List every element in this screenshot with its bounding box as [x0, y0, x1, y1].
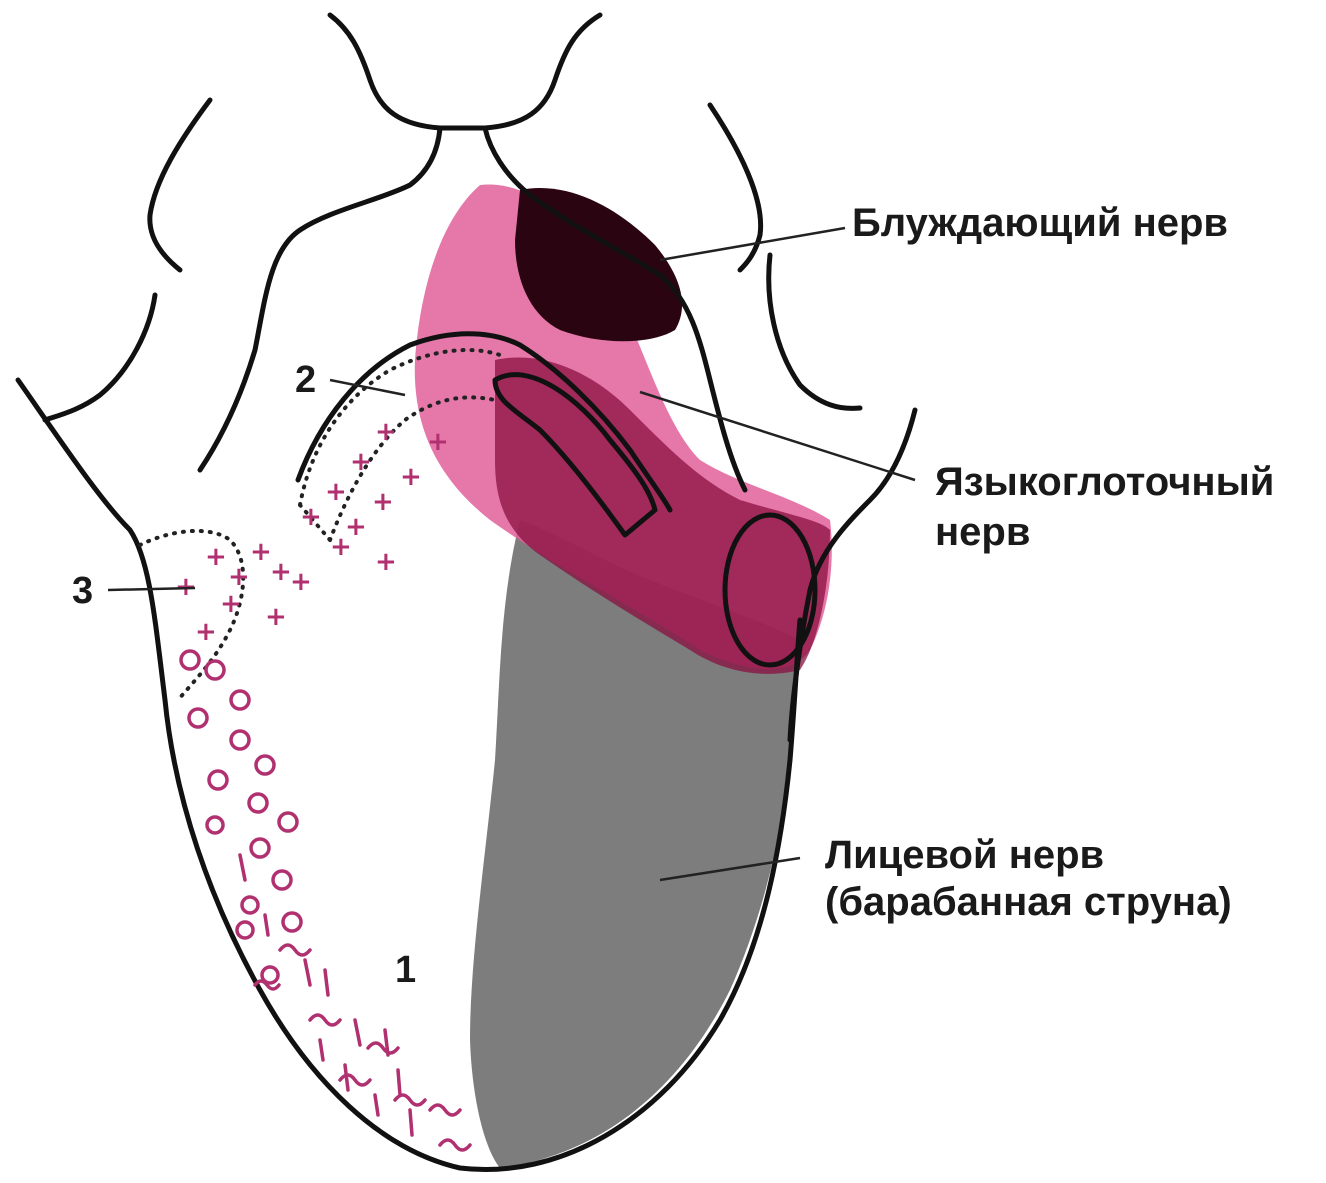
facial-nerve-label-line1: Лицевой нерв [825, 833, 1104, 877]
plus-marker: + [220, 589, 242, 619]
plus-marker: + [427, 427, 449, 457]
circle-marker [181, 651, 199, 669]
zone2-leader-line [330, 380, 405, 395]
tilde-marker [280, 945, 310, 955]
plus-marker: + [372, 487, 394, 517]
circle-marker [231, 731, 249, 749]
tilde-marker [395, 1095, 425, 1105]
tilde-marker [310, 1015, 340, 1025]
tilde-marker [440, 1140, 470, 1150]
circle-marker [207, 817, 223, 833]
circle-marker [209, 771, 227, 789]
plus-marker: + [265, 602, 287, 632]
bar-marker [305, 960, 310, 985]
plus-marker: + [300, 502, 322, 532]
circle-marker [273, 871, 291, 889]
plus-marker: + [330, 532, 352, 562]
circle-marker [283, 913, 301, 931]
plus-marker: + [228, 562, 250, 592]
left-arch-lower [45, 295, 155, 420]
zone-number-1: 1 [395, 949, 416, 991]
tilde-marker [340, 1075, 370, 1085]
tilde-marker [368, 1043, 398, 1053]
right-arch-upper [710, 105, 761, 270]
plus-marker: + [375, 547, 397, 577]
circle-marker [279, 813, 297, 831]
epiglottis-outline [330, 15, 600, 128]
bar-marker [325, 970, 328, 995]
vagus-nerve-label: Блуждающий нерв [852, 201, 1228, 245]
bar-marker [410, 1110, 412, 1135]
bar-marker [240, 855, 245, 880]
plus-marker: + [250, 537, 272, 567]
sweet-markers [240, 855, 470, 1150]
bar-marker [265, 915, 268, 935]
bar-marker [345, 1065, 348, 1090]
plus-marker: + [350, 447, 372, 477]
circle-marker [189, 709, 207, 727]
right-arch-lower [769, 255, 860, 408]
plus-marker: + [375, 417, 397, 447]
plus-marker: + [270, 557, 292, 587]
pharynx-left-outline [200, 128, 440, 470]
circle-marker [249, 794, 267, 812]
bar-marker [375, 1095, 378, 1115]
circle-marker [256, 756, 274, 774]
plus-marker: + [325, 477, 347, 507]
facial-nerve-label-line2: (барабанная струна) [825, 880, 1232, 924]
bar-marker [398, 1070, 400, 1095]
plus-marker: + [195, 617, 217, 647]
glossopharyngeal-label-line2: нерв [935, 510, 1030, 554]
circle-marker [237, 922, 253, 938]
left-arch-upper [150, 100, 210, 270]
tilde-marker [430, 1105, 460, 1115]
circle-marker [206, 661, 224, 679]
plus-marker: + [400, 462, 422, 492]
circle-marker [242, 897, 258, 913]
plus-marker: + [290, 567, 312, 597]
bar-marker [320, 1040, 323, 1060]
zone-number-2: 2 [295, 359, 316, 401]
circle-marker [231, 691, 249, 709]
circle-markers [181, 651, 301, 983]
circle-marker [251, 839, 269, 857]
bar-marker [355, 1020, 360, 1045]
zone-number-3: 3 [72, 570, 93, 612]
plus-marker: + [205, 542, 227, 572]
glossopharyngeal-label-line1: Языкоглоточный [935, 460, 1274, 504]
